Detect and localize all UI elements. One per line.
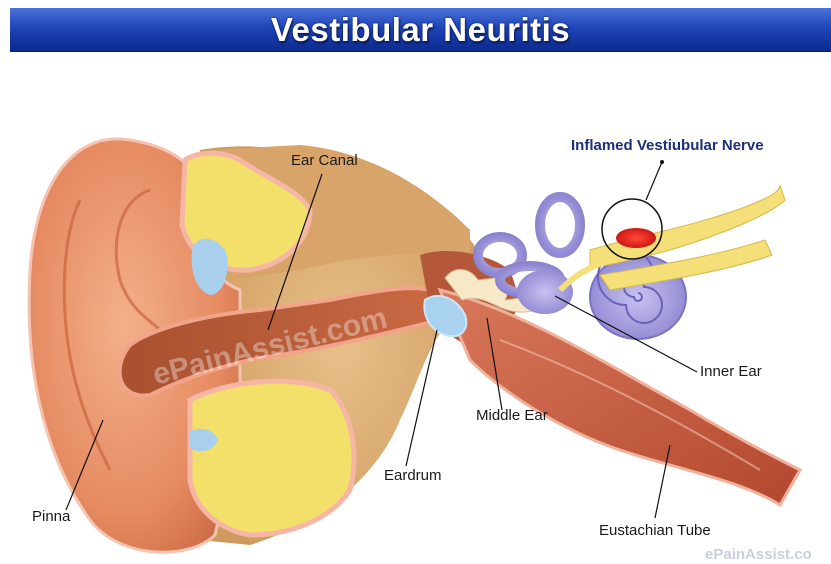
- label-inflamed-nerve: Inflamed Vestiubular Nerve: [571, 137, 764, 154]
- label-pinna: Pinna: [32, 508, 70, 525]
- lower-cartilage: [190, 381, 354, 535]
- label-ear-canal: Ear Canal: [291, 152, 358, 169]
- label-eardrum: Eardrum: [384, 467, 442, 484]
- semicircular-canal-2: [540, 197, 580, 253]
- label-eustachian-tube: Eustachian Tube: [599, 522, 711, 539]
- leader-inflamed-nerve: [646, 162, 662, 200]
- vestibule: [517, 270, 573, 314]
- leader-dot: [660, 160, 664, 164]
- label-middle-ear: Middle Ear: [476, 407, 548, 424]
- inflammation-spot: [616, 228, 656, 248]
- label-inner-ear: Inner Ear: [700, 363, 762, 380]
- watermark-corner: ePainAssist.co: [705, 546, 812, 563]
